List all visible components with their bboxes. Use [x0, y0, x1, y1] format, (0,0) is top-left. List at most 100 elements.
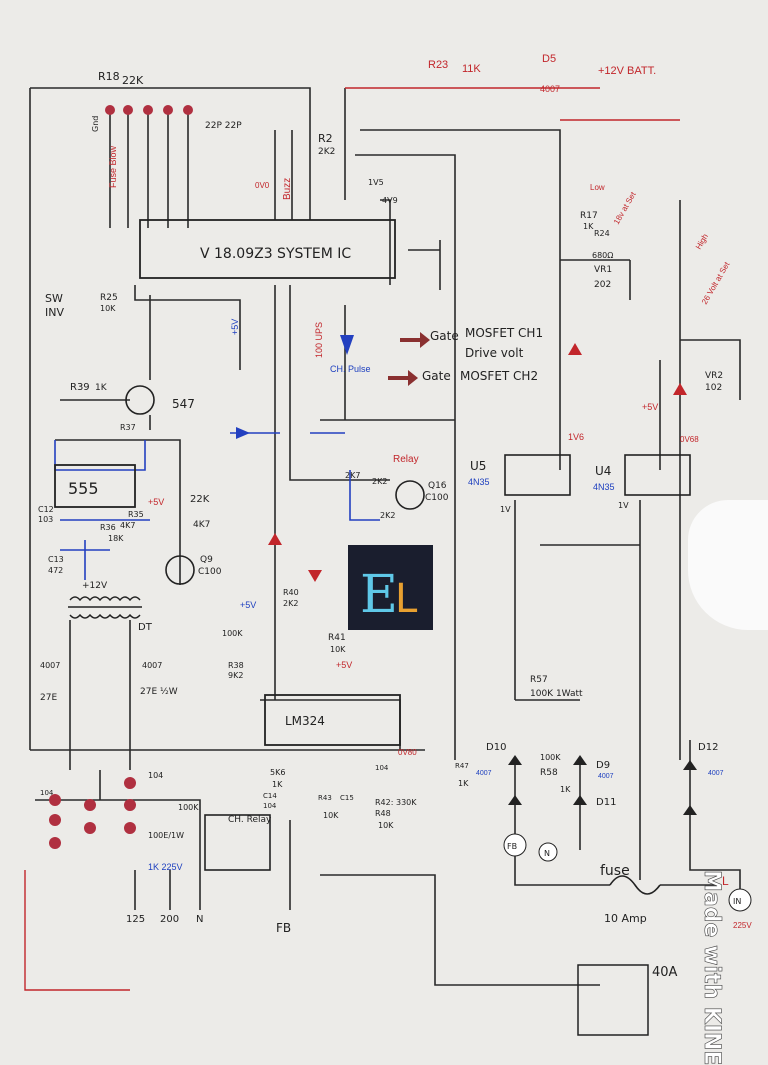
d11-label: D11: [596, 797, 616, 808]
r23-value: 11K: [462, 63, 481, 75]
ups-100: 100 UPS: [314, 322, 324, 358]
r100e-value: 100E/1W: [148, 831, 184, 840]
u4-label: U4: [595, 464, 611, 478]
r25-value: 10K: [100, 304, 116, 313]
trafo-d2: 4007: [142, 661, 162, 670]
el-logo: [348, 545, 433, 630]
r100k-bottom: 100K: [178, 803, 199, 812]
u5-1v6: 1V6: [568, 432, 584, 442]
u4-optocoupler: [624, 454, 691, 496]
n-terminal: [538, 842, 558, 862]
c12-value: 103: [38, 515, 53, 524]
u4-1v: 1V: [618, 501, 629, 510]
terminal-200: 200: [160, 914, 179, 925]
r41-label: R41: [328, 633, 346, 643]
lm-5v: +5V: [336, 660, 352, 670]
lm324-ic: [264, 694, 401, 746]
d10-label: D10: [486, 742, 506, 753]
u4-ic: 4N35: [593, 482, 615, 492]
r57-label: R57: [530, 675, 548, 685]
connector-dots: [49, 105, 193, 849]
sw-label: SW: [45, 292, 63, 305]
d12-4007: 4007: [708, 770, 724, 777]
high-label: High: [694, 232, 710, 251]
fb-terminal-label: FB: [507, 842, 517, 851]
u5-ic: 4N35: [468, 477, 490, 487]
r23-label: R23: [428, 59, 448, 71]
q16-value: C100: [425, 493, 449, 503]
r43-value: 10K: [323, 811, 339, 820]
r37-label: R37: [120, 423, 136, 432]
diode-bridge: [508, 755, 697, 815]
fb-terminal: [503, 833, 527, 857]
trafo-r1: 27E: [40, 693, 57, 703]
mosfet-ch2: MOSFET CH2: [460, 369, 538, 383]
r57-value: 100K 1Watt: [530, 689, 583, 699]
r17-value: 1K: [583, 222, 594, 231]
in-voltage: 225V: [733, 921, 752, 930]
c15-label: C15: [340, 794, 354, 802]
r48-value: 10K: [378, 821, 394, 830]
c104-b2: 104: [148, 771, 163, 780]
white-smudge: [688, 500, 768, 630]
terminal-fb: FB: [276, 921, 291, 935]
r18-value: 22K: [122, 74, 144, 87]
relay-label: Relay: [393, 454, 419, 465]
gnd-label: Gnd: [91, 116, 100, 132]
ic-v-4v9: 4V9: [382, 196, 398, 205]
kine-watermark: Made with KINE: [699, 870, 724, 1065]
u4-5v: +5V: [642, 402, 658, 412]
r25-label: R25: [100, 293, 118, 303]
ch-relay-box: [204, 814, 271, 871]
ic-v-0v0: 0V0: [255, 181, 270, 190]
gate-ch1: Gate: [430, 329, 459, 343]
lm324-label: LM324: [285, 714, 325, 728]
u5-1v: 1V: [500, 505, 511, 514]
r36-label: R36: [100, 523, 116, 532]
trafo-12v: +12V: [82, 581, 108, 591]
transistor-q16: [395, 480, 425, 510]
v-0v80: 0V80: [398, 748, 417, 757]
r48-label: R48: [375, 809, 391, 818]
r2-value: 2K2: [318, 147, 335, 157]
r38-value: 9K2: [228, 671, 243, 680]
vr1-label: VR1: [594, 265, 612, 275]
vr2-label: VR2: [705, 371, 723, 381]
r58-value: 100K: [540, 753, 561, 762]
r43-label: R43: [318, 794, 332, 802]
q9-value: C100: [198, 567, 222, 577]
fuse-symbol: [609, 875, 661, 895]
r100k-mid: 100K: [222, 629, 243, 638]
r41-value: 10K: [330, 645, 346, 654]
ic-v-1v5: 1V5: [368, 178, 384, 187]
mid-5v: +5V: [240, 600, 256, 610]
cap-225v: 1K 225V: [148, 862, 183, 872]
d12-label: D12: [698, 742, 718, 753]
r24-label: R24: [594, 229, 610, 238]
555-5v: +5V: [148, 497, 164, 507]
in-label: IN: [733, 897, 741, 906]
el-logo-l: L: [395, 576, 418, 622]
40a-shunt: [577, 964, 649, 1036]
u4-0v68: 0V68: [680, 435, 699, 444]
u5-optocoupler: [504, 454, 571, 496]
drive-volt: Drive volt: [465, 346, 524, 360]
r22k-value: 22K: [190, 494, 210, 505]
r40-value: 2K2: [283, 599, 298, 608]
r39-label: R39: [70, 382, 90, 393]
trafo-d1: 4007: [40, 661, 60, 670]
r24-value: 680Ω: [592, 251, 613, 260]
r2k7-value: 2K7: [345, 471, 360, 480]
gate-ch2: Gate: [422, 369, 451, 383]
r5k6-value: 5K6: [270, 768, 285, 777]
c13-value: 472: [48, 566, 63, 575]
transistor-547: [125, 385, 155, 415]
vr1-value: 202: [594, 280, 611, 290]
transistor-q9: [165, 555, 195, 585]
crystal-caps: 22P 22P: [205, 121, 242, 131]
transistor-547-label: 547: [172, 397, 195, 411]
r47-label: R47: [455, 762, 469, 770]
fuse-amp: 10 Amp: [604, 912, 647, 925]
r4k7-value: 4K7: [193, 520, 210, 530]
